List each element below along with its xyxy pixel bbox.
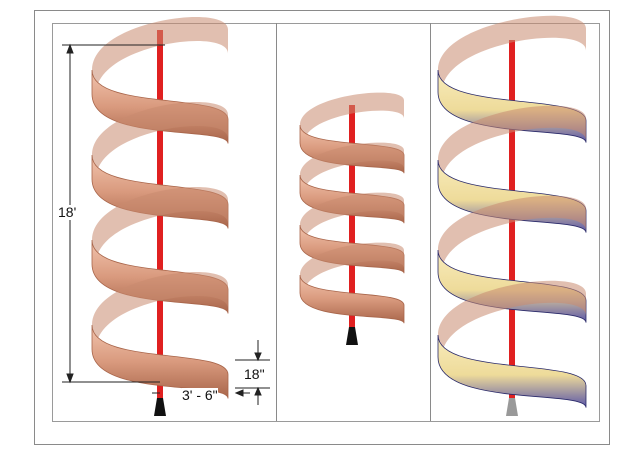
spiral-slide-iso-view	[299, 92, 405, 345]
drawing-border-inner	[52, 23, 600, 422]
slide-back-band	[438, 195, 586, 272]
slide-back-band	[438, 280, 586, 357]
slide-back-band	[300, 92, 404, 143]
slide-front-band	[299, 274, 405, 324]
slide-back-band	[438, 15, 586, 92]
dimension-lines	[62, 43, 270, 405]
total-height-label: 18'	[58, 204, 77, 220]
center-pole	[157, 30, 163, 416]
pole-base	[506, 398, 518, 416]
slide-front-band	[437, 334, 587, 408]
wall-height-label: 18"	[244, 366, 265, 382]
slide-width-label: 3' - 6"	[182, 387, 218, 403]
center-pole	[349, 105, 355, 345]
center-pole	[509, 40, 515, 416]
slide-back-band	[92, 186, 228, 264]
slide-back-band	[300, 242, 404, 293]
slide-back-band	[92, 101, 228, 179]
slide-back-band	[92, 16, 228, 94]
panel-divider	[276, 23, 277, 421]
pole-base	[154, 398, 166, 416]
panel-divider	[430, 23, 431, 421]
drawing-border-outer	[34, 10, 610, 445]
spiral-slide-front-view	[91, 16, 229, 416]
slide-back-band	[92, 271, 228, 349]
slide-back-band	[300, 192, 404, 243]
slide-back-band	[438, 105, 586, 182]
pole-base	[346, 327, 358, 345]
slide-back-band	[300, 142, 404, 193]
slide-front-band	[91, 324, 229, 399]
spiral-slide-shaded-view	[437, 15, 587, 416]
